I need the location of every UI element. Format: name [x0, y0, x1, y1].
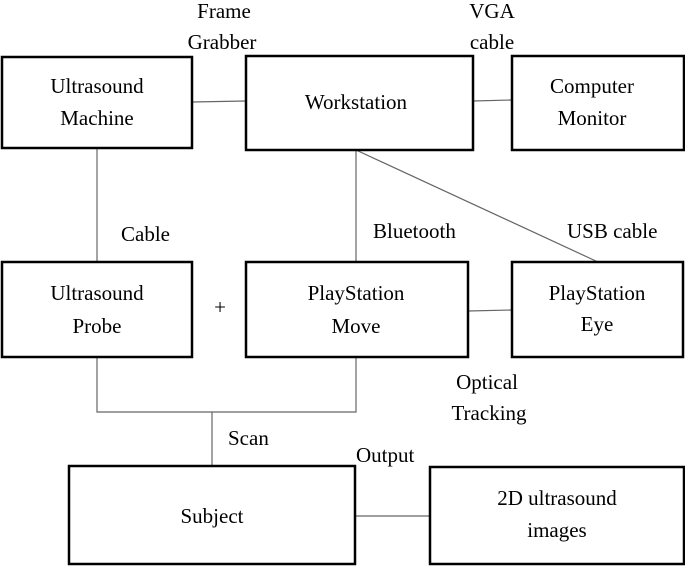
label-frame-grabber-line2: Grabber — [188, 30, 257, 54]
label-output: Output — [356, 443, 415, 467]
box-label-line1: Ultrasound — [50, 74, 144, 98]
box-ultrasound-machine: Ultrasound Machine — [0, 55, 194, 150]
label-vga-cable-line2: cable — [470, 30, 514, 54]
box-label-line2: images — [527, 518, 586, 542]
box-label-line2: Probe — [73, 314, 122, 338]
box-label-line1: Ultrasound — [50, 281, 144, 305]
label-frame-grabber-line1: Frame — [197, 0, 251, 23]
box-ultrasound-probe: Ultrasound Probe — [0, 260, 194, 359]
box-label-line2: Monitor — [558, 106, 627, 130]
box-label-line1: Computer — [550, 74, 634, 98]
label-bluetooth: Bluetooth — [373, 219, 456, 243]
box-label-line2: Machine — [60, 106, 133, 130]
label-cable: Cable — [121, 222, 170, 246]
label-vga-cable-line1: VGA — [469, 0, 515, 23]
box-ultrasound-images: 2D ultrasound images — [428, 465, 685, 566]
connector-probe-move-subject — [96, 357, 357, 413]
label-usb-cable: USB cable — [567, 219, 657, 243]
box-label-line1: Workstation — [305, 90, 408, 114]
connector-workstation-monitor — [472, 99, 513, 102]
box-playstation-eye: PlayStation Eye — [510, 260, 685, 359]
box-workstation: Workstation — [244, 54, 475, 152]
label-optical-tracking-line2: Tracking — [451, 401, 527, 425]
box-playstation-move: PlayStation Move — [244, 260, 470, 359]
connector-move-eye — [467, 309, 513, 312]
label-plus: + — [214, 295, 226, 319]
box-label-line2: Move — [332, 314, 381, 338]
box-label-line1: Subject — [181, 504, 244, 528]
box-label-line1: PlayStation — [308, 281, 405, 305]
label-optical-tracking-line1: Optical — [456, 370, 518, 394]
label-scan: Scan — [228, 426, 269, 450]
box-label-line1: 2D ultrasound — [497, 486, 617, 510]
box-computer-monitor: Computer Monitor — [510, 54, 685, 152]
connector-workstation-eye — [355, 149, 599, 263]
box-label-line2: Eye — [581, 312, 614, 336]
box-label-line1: PlayStation — [549, 281, 646, 305]
connector-machine-workstation — [191, 100, 247, 103]
box-subject: Subject — [67, 464, 357, 566]
